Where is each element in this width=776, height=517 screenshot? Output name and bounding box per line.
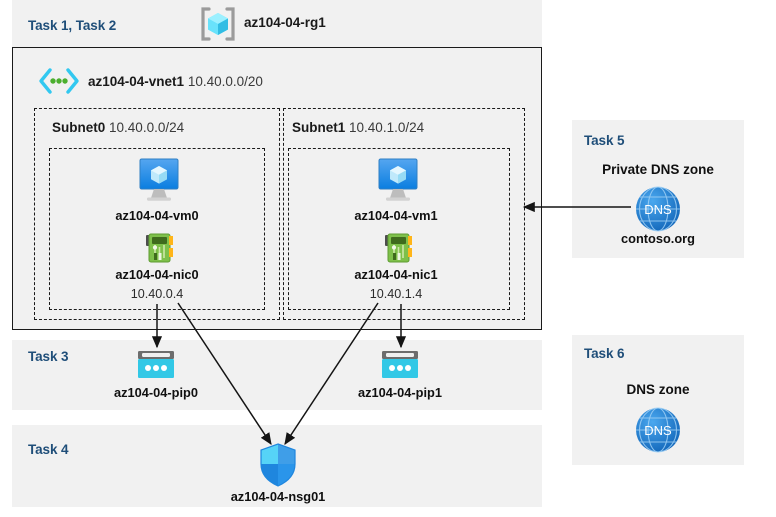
subnet1-header: Subnet1 10.40.1.0/24 — [292, 120, 424, 135]
network-security-group-icon[interactable] — [258, 443, 298, 487]
virtual-machine-icon[interactable] — [372, 158, 424, 202]
task-label-6: Task 6 — [584, 346, 625, 361]
network-interface-icon[interactable] — [144, 232, 176, 264]
subnet1-cidr: 10.40.1.0/24 — [349, 120, 425, 135]
subnet1-name: Subnet1 — [292, 120, 346, 135]
task-label-4: Task 4 — [28, 442, 69, 457]
dns-zone-icon[interactable]: DNS — [633, 405, 683, 455]
public-ip-address-icon[interactable] — [379, 350, 421, 380]
nic1-label: az104-04-nic1 — [354, 267, 438, 282]
task-label-3: Task 3 — [28, 349, 69, 364]
public-ip-address-icon[interactable] — [135, 350, 177, 380]
nic0-ip: 10.40.0.4 — [130, 287, 184, 301]
resource-group-name-text: az104-04-rg1 — [244, 15, 326, 30]
vnet-border — [12, 47, 542, 330]
vm0-label: az104-04-vm0 — [115, 208, 199, 223]
network-interface-icon[interactable] — [383, 232, 415, 264]
virtual-network-icon — [38, 68, 80, 94]
resource-group-icon — [200, 7, 236, 41]
svg-text:DNS: DNS — [644, 423, 672, 438]
pip1-label: az104-04-pip1 — [358, 385, 442, 400]
nic1-ip: 10.40.1.4 — [369, 287, 423, 301]
task-label-1-2: Task 1, Task 2 — [28, 18, 117, 33]
private-dns-zone-title: Private DNS zone — [602, 162, 714, 177]
dns-zone-title: DNS zone — [626, 382, 690, 397]
resource-group-name: az104-04-rg1 — [244, 15, 326, 30]
nsg-label: az104-04-nsg01 — [230, 489, 326, 504]
vm1-label: az104-04-vm1 — [354, 208, 438, 223]
private-dns-zone-name: contoso.org — [621, 231, 695, 246]
nic0-label: az104-04-nic0 — [115, 267, 199, 282]
task3-box — [12, 340, 542, 410]
task-label-5: Task 5 — [584, 133, 625, 148]
resource-group-header-band — [12, 0, 542, 47]
subnet0-cidr: 10.40.0.0/24 — [109, 120, 185, 135]
subnet0-header: Subnet0 10.40.0.0/24 — [52, 120, 184, 135]
subnet1-resources-group — [288, 148, 510, 310]
subnet1-border — [283, 108, 525, 320]
dns-zone-icon[interactable]: DNS — [633, 184, 683, 234]
virtual-machine-icon[interactable] — [133, 158, 185, 202]
svg-text:DNS: DNS — [644, 202, 672, 217]
vnet-header: az104-04-vnet1 10.40.0.0/20 — [88, 74, 263, 89]
vnet-name: az104-04-vnet1 — [88, 74, 185, 89]
pip0-label: az104-04-pip0 — [114, 385, 198, 400]
subnet0-name: Subnet0 — [52, 120, 106, 135]
vnet-cidr: 10.40.0.0/20 — [187, 74, 263, 89]
vnet-background — [12, 47, 542, 330]
